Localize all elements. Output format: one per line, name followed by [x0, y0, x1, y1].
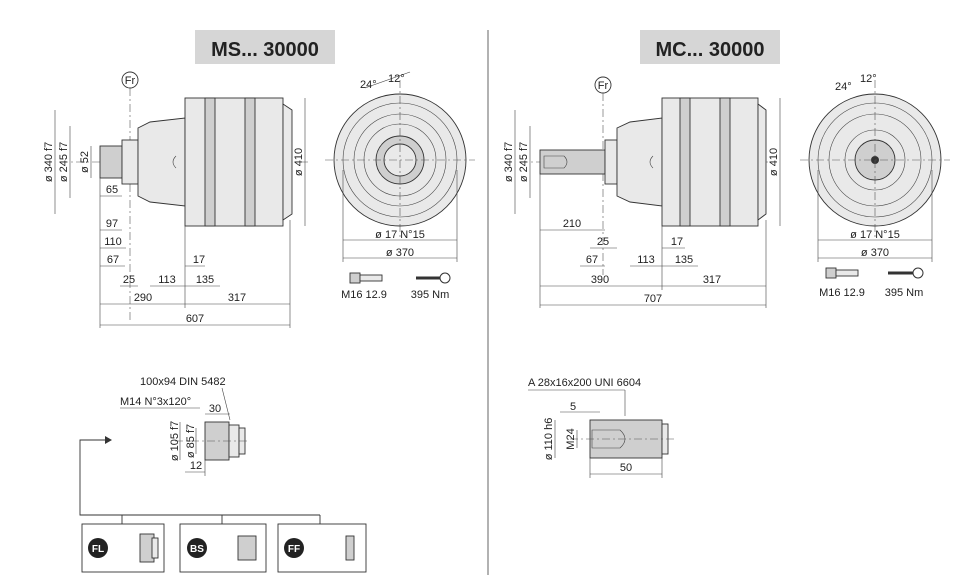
svg-text:135: 135 — [196, 274, 214, 286]
svg-text:FL: FL — [92, 544, 104, 555]
svg-text:707: 707 — [644, 293, 662, 305]
svg-text:65: 65 — [106, 184, 118, 196]
ms-title: MS... 30000 — [211, 39, 319, 61]
svg-text:5: 5 — [570, 401, 576, 413]
svg-text:A 28x16x200 UNI 6604: A 28x16x200 UNI 6604 — [528, 377, 641, 389]
svg-text:50: 50 — [620, 462, 632, 474]
svg-text:ø 410: ø 410 — [293, 148, 305, 176]
svg-text:ø 85 f7: ø 85 f7 — [185, 424, 197, 458]
mc-panel: MC... 30000 Fr ø 340 f7 ø 245 f7 ø 410 2… — [503, 30, 950, 478]
svg-text:67: 67 — [107, 254, 119, 266]
bolt-icon — [349, 272, 383, 284]
ms-shaft-detail: 100x94 DIN 5482 M14 N°3x120° 30 ø 105 f7… — [120, 376, 250, 476]
svg-text:110: 110 — [104, 236, 122, 248]
svg-text:ø 52: ø 52 — [79, 151, 91, 173]
mc-title-box — [640, 30, 780, 64]
svg-text:113: 113 — [637, 254, 655, 266]
svg-text:17: 17 — [671, 236, 683, 248]
option-bs[interactable]: BS — [179, 523, 267, 573]
svg-text:M24: M24 — [565, 428, 577, 449]
svg-text:113: 113 — [158, 274, 176, 286]
svg-text:395 Nm: 395 Nm — [885, 287, 924, 299]
svg-text:24°: 24° — [360, 79, 377, 91]
svg-text:M16 12.9: M16 12.9 — [819, 287, 865, 299]
ms-side-view — [60, 97, 310, 227]
svg-text:ø 370: ø 370 — [861, 247, 889, 259]
svg-text:BS: BS — [190, 544, 204, 555]
svg-text:Fr: Fr — [125, 75, 136, 87]
svg-text:ø 105 f7: ø 105 f7 — [169, 421, 181, 461]
svg-text:290: 290 — [134, 292, 152, 304]
svg-text:FF: FF — [288, 544, 300, 555]
option-fl[interactable]: FL — [81, 523, 165, 573]
ms-panel: MS... 30000 Fr ø 340 f7 ø 245 f7 ø 52 ø … — [43, 30, 475, 573]
wrench-icon — [416, 272, 451, 284]
svg-text:ø 370: ø 370 — [386, 247, 414, 259]
svg-text:Fr: Fr — [598, 80, 609, 92]
svg-text:M14 N°3x120°: M14 N°3x120° — [120, 396, 191, 408]
svg-text:100x94 DIN 5482: 100x94 DIN 5482 — [140, 376, 226, 388]
mc-title: MC... 30000 — [656, 39, 765, 61]
ms-title-box — [195, 30, 335, 64]
svg-text:135: 135 — [675, 254, 693, 266]
svg-text:ø 110 h6: ø 110 h6 — [543, 418, 555, 461]
svg-text:12°: 12° — [388, 73, 405, 85]
svg-text:ø 340 f7: ø 340 f7 — [43, 142, 55, 182]
mc-front-view — [800, 80, 950, 262]
svg-text:67: 67 — [586, 254, 598, 266]
svg-text:ø 340 f7: ø 340 f7 — [503, 142, 515, 182]
svg-text:ø 245 f7: ø 245 f7 — [518, 142, 530, 182]
svg-text:607: 607 — [186, 313, 204, 325]
svg-text:ø 17 N°15: ø 17 N°15 — [375, 229, 425, 241]
svg-text:395 Nm: 395 Nm — [411, 289, 450, 301]
bolt-icon-mc — [825, 267, 859, 279]
option-ff[interactable]: FF — [277, 523, 367, 573]
svg-text:M16 12.9: M16 12.9 — [341, 289, 387, 301]
svg-text:12°: 12° — [860, 73, 877, 85]
svg-text:ø 17 N°15: ø 17 N°15 — [850, 229, 900, 241]
svg-text:210: 210 — [563, 218, 581, 230]
svg-text:390: 390 — [591, 274, 609, 286]
svg-text:317: 317 — [228, 292, 246, 304]
svg-text:24°: 24° — [835, 81, 852, 93]
mc-horizontal-dims: 210 25 17 67 113 135 390 317 707 — [539, 174, 767, 308]
svg-text:17: 17 — [193, 254, 205, 266]
wrench-icon-mc — [888, 267, 924, 279]
svg-text:317: 317 — [703, 274, 721, 286]
svg-text:12: 12 — [190, 460, 202, 472]
ms-front-view — [325, 71, 475, 262]
svg-text:25: 25 — [123, 274, 135, 286]
ms-horizontal-dims: 65 97 110 67 17 25 113 135 290 317 607 — [99, 178, 291, 328]
svg-text:ø 245 f7: ø 245 f7 — [58, 142, 70, 182]
svg-text:25: 25 — [597, 236, 609, 248]
svg-text:ø 410: ø 410 — [768, 148, 780, 176]
svg-text:97: 97 — [106, 218, 118, 230]
mc-side-view — [520, 97, 775, 227]
mc-shaft-detail: A 28x16x200 UNI 6604 5 ø 110 h6 M24 50 — [528, 377, 675, 478]
svg-text:30: 30 — [209, 403, 221, 415]
